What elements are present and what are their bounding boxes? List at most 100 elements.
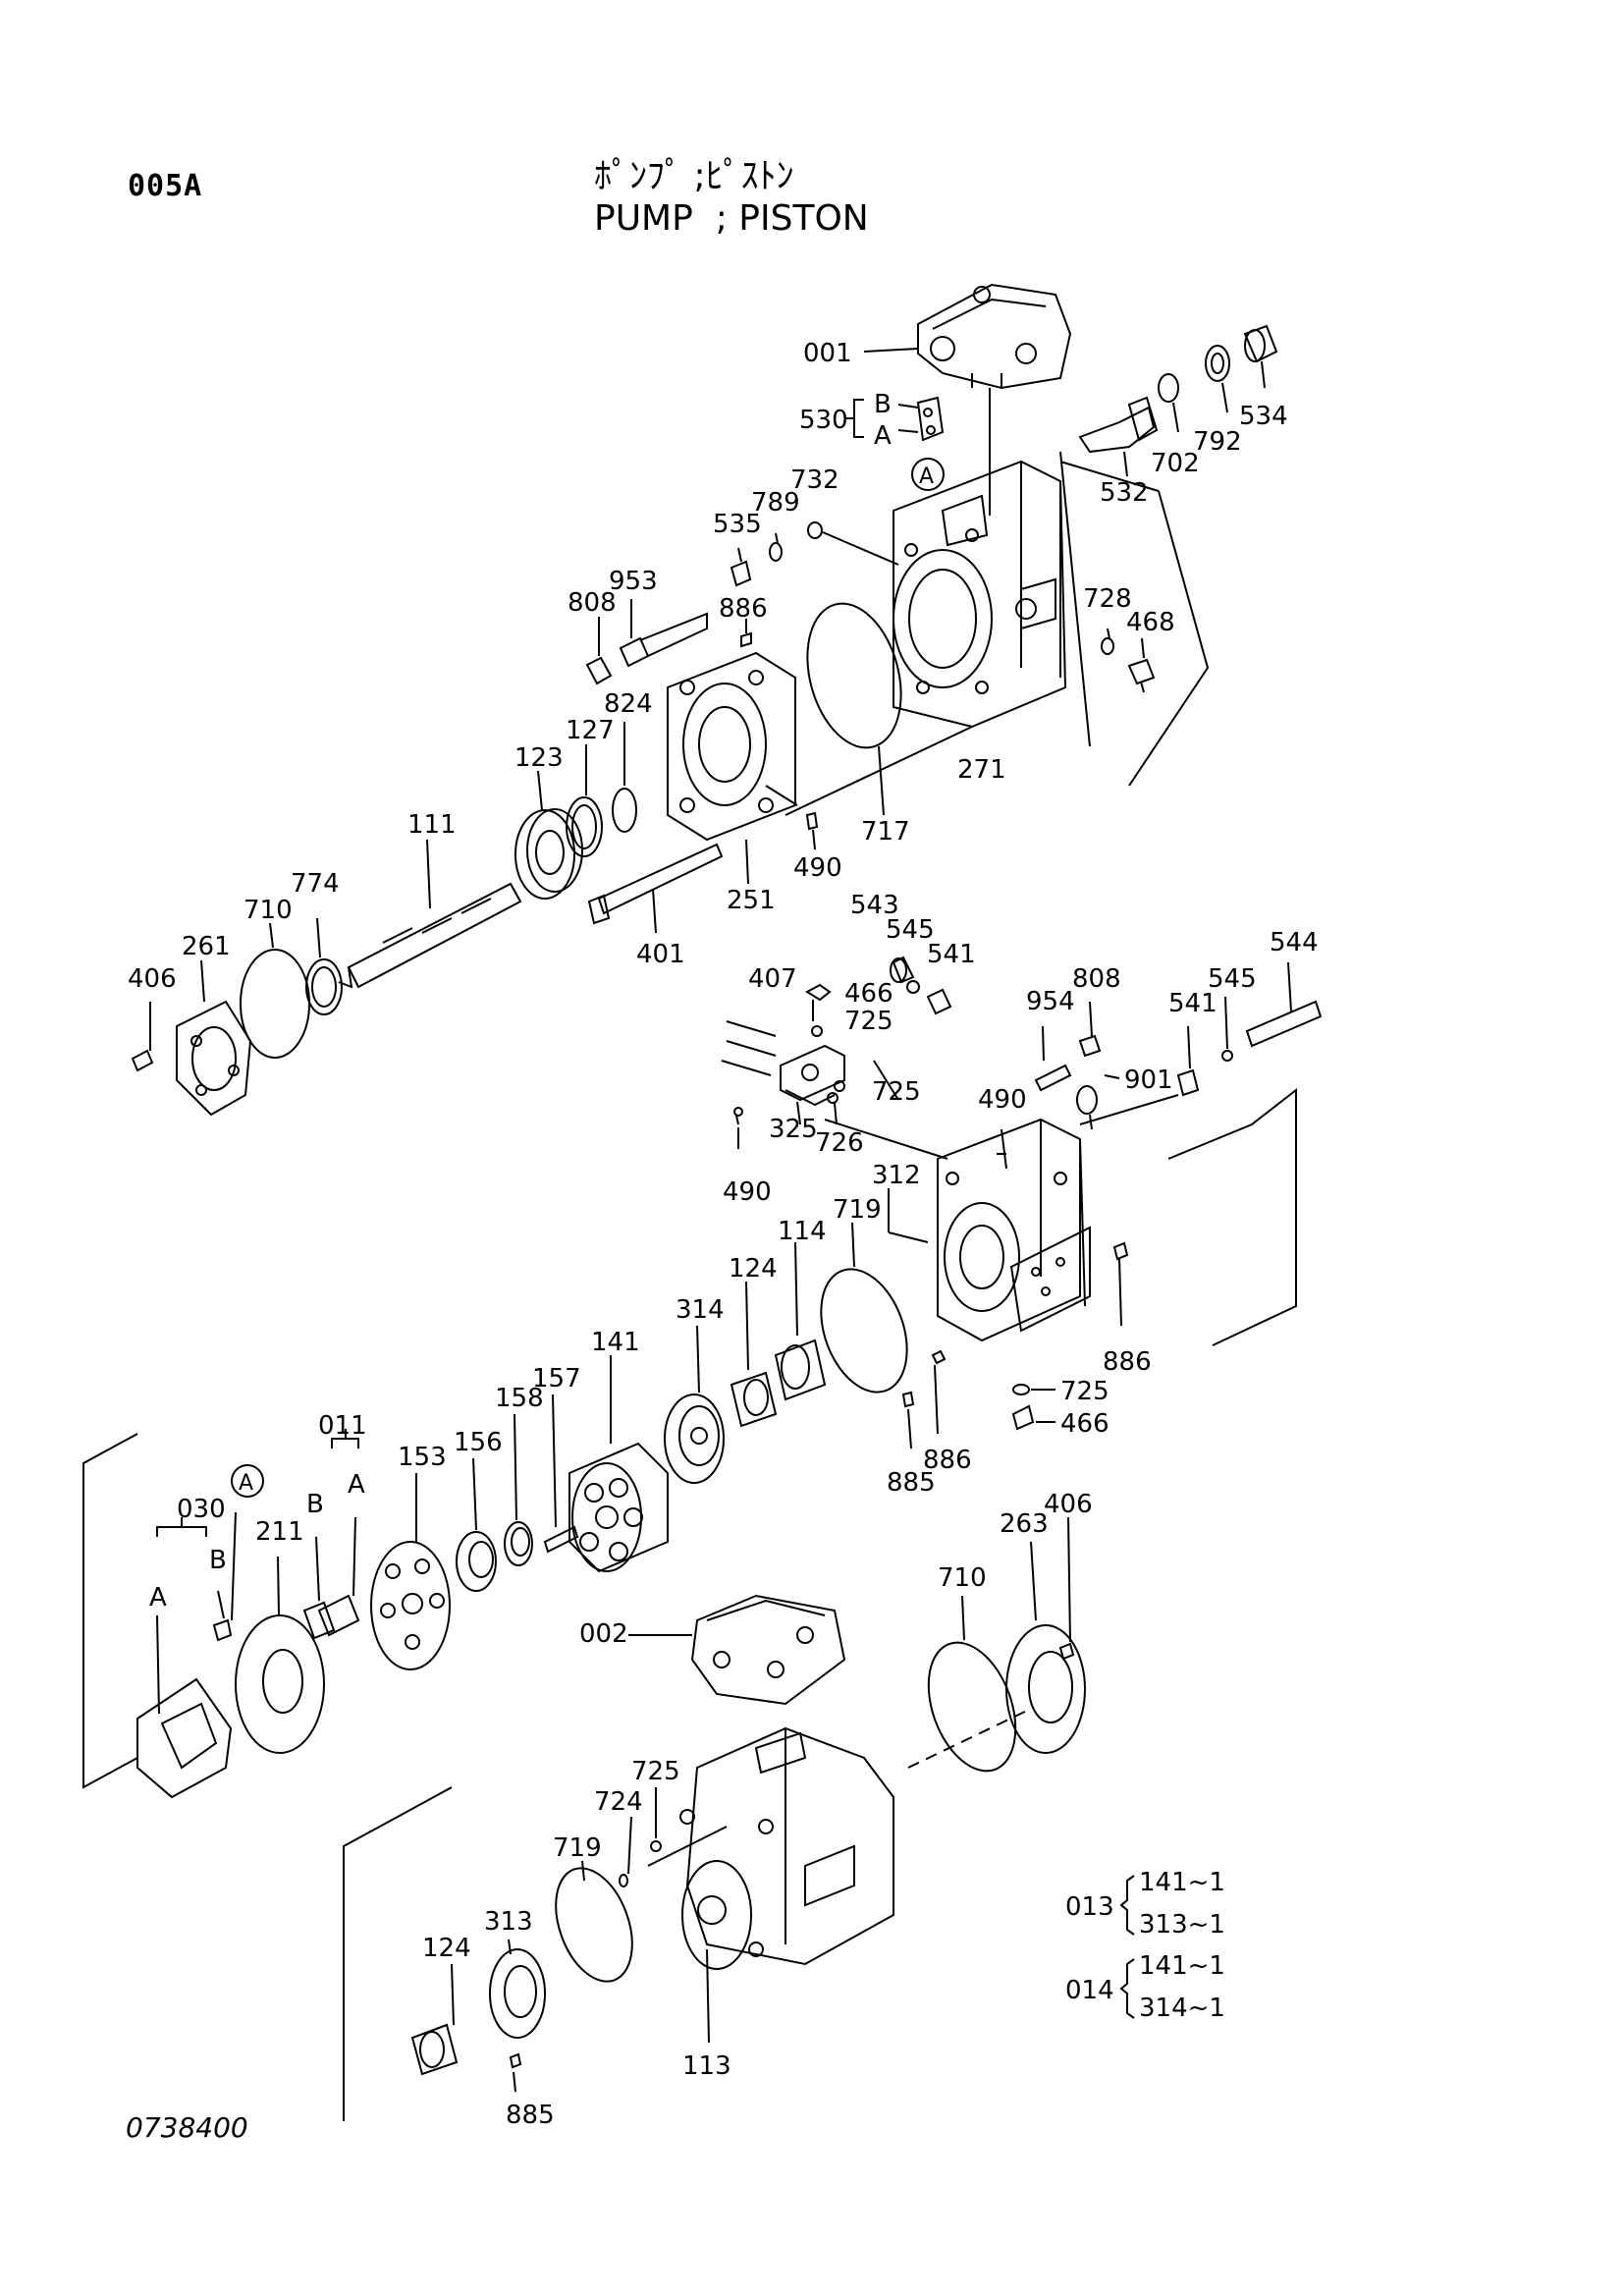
callout-954: 954	[1026, 987, 1075, 1016]
callout-153: 153	[398, 1443, 447, 1472]
callout-728: 728	[1083, 584, 1132, 614]
callout-545-right: 545	[1208, 964, 1257, 994]
callout-885-mid: 885	[887, 1468, 936, 1498]
callout-156: 156	[454, 1428, 503, 1457]
callout-113: 113	[682, 2051, 731, 2081]
callout-710-bottom: 710	[938, 1563, 987, 1593]
document-number: 0738400	[126, 2111, 248, 2144]
callout-719-mid: 719	[833, 1195, 882, 1225]
callout-158: 158	[495, 1384, 544, 1413]
callout-407: 407	[748, 964, 797, 994]
part-002-regulator	[690, 1594, 846, 1706]
ref-label-a-top: A	[919, 465, 934, 489]
callout-271: 271	[957, 755, 1006, 785]
callout-725-right: 725	[1060, 1377, 1109, 1406]
kit-014-item-1: 141~1	[1139, 1951, 1225, 1981]
callout-544: 544	[1270, 928, 1319, 957]
part-312-valve-block	[937, 1118, 1091, 1342]
callout-312: 312	[872, 1161, 921, 1190]
callout-535: 535	[713, 510, 762, 539]
callout-725-mid: 725	[872, 1077, 921, 1107]
part-141-cylinder-block	[568, 1442, 669, 1573]
callout-885-bottom: 885	[506, 2101, 555, 2130]
callout-901: 901	[1124, 1066, 1173, 1095]
callout-030-b: B	[209, 1546, 227, 1575]
callout-127: 127	[566, 716, 615, 745]
ref-label-a-left: A	[239, 1471, 253, 1496]
part-123-bearing	[514, 808, 583, 900]
kit-014-item-2: 314~1	[1139, 1994, 1225, 2023]
callout-886-right: 886	[1103, 1347, 1152, 1377]
callout-490-left: 490	[723, 1177, 772, 1207]
callout-251: 251	[727, 886, 776, 915]
part-717-o-ring	[806, 602, 902, 749]
callout-261: 261	[182, 932, 231, 961]
callout-726: 726	[815, 1128, 864, 1158]
title-japanese: ﾎﾟﾝﾌﾟ ;ﾋﾟｽﾄﾝ	[594, 156, 794, 196]
callout-725-bottom: 725	[631, 1757, 680, 1786]
callout-490-top: 490	[793, 853, 842, 883]
callout-011-a: A	[348, 1470, 365, 1500]
part-325-block	[780, 1044, 845, 1107]
part-001-regulator	[917, 283, 1072, 390]
callout-114: 114	[778, 1217, 827, 1246]
callout-789: 789	[751, 488, 800, 518]
callout-001: 001	[803, 339, 852, 368]
callout-886-top: 886	[719, 594, 768, 624]
callout-530-a: A	[874, 421, 892, 451]
callout-717: 717	[861, 817, 910, 847]
part-530-block	[916, 396, 945, 442]
callout-824: 824	[604, 689, 653, 719]
callout-541-left: 541	[927, 940, 976, 969]
reference-circle-a-top	[911, 458, 945, 491]
callout-886-bottom: 886	[923, 1446, 972, 1475]
kit-013-item-2: 313~1	[1139, 1910, 1225, 1940]
callout-011-b: B	[306, 1490, 324, 1519]
callout-702: 702	[1151, 449, 1200, 478]
kit-013-code: 013	[1065, 1892, 1114, 1922]
kit-013-item-1: 141~1	[1139, 1868, 1225, 1897]
callout-124-bottom: 124	[422, 1934, 471, 1963]
callout-808-right: 808	[1072, 964, 1121, 994]
callout-808-top: 808	[568, 588, 617, 618]
callout-710-top: 710	[243, 896, 293, 925]
callout-141: 141	[591, 1328, 640, 1357]
callout-123: 123	[514, 743, 564, 773]
callout-002: 002	[579, 1619, 628, 1649]
callout-530-b: B	[874, 390, 892, 419]
callout-530: 530	[799, 406, 848, 435]
callout-211: 211	[255, 1517, 304, 1547]
kit-014-code: 014	[1065, 1976, 1114, 2005]
callout-030: 030	[177, 1495, 226, 1524]
title-english: PUMP ; PISTON	[594, 198, 869, 239]
callout-313: 313	[484, 1907, 533, 1937]
callout-541-right: 541	[1168, 989, 1217, 1018]
page-code: 005A	[128, 169, 203, 203]
callout-774: 774	[291, 869, 340, 899]
callout-545-left: 545	[886, 915, 935, 945]
callout-157: 157	[532, 1364, 581, 1394]
part-030-swash-plate	[136, 1677, 233, 1799]
part-401-bolt	[587, 843, 724, 925]
callout-401: 401	[636, 940, 685, 969]
callout-792: 792	[1193, 427, 1242, 457]
part-710-o-ring	[240, 949, 310, 1059]
callout-325: 325	[769, 1115, 818, 1144]
callout-543: 543	[850, 891, 899, 920]
callout-011: 011	[318, 1411, 367, 1441]
part-261-seal-cover	[176, 1000, 252, 1117]
callout-719-bottom: 719	[553, 1833, 602, 1863]
callout-953: 953	[609, 567, 658, 596]
part-532-fitting	[1078, 396, 1159, 454]
part-211-shoe-plate	[235, 1614, 325, 1754]
part-251-cover	[667, 651, 796, 842]
part-111-shaft	[338, 882, 522, 989]
callout-534: 534	[1239, 402, 1288, 431]
callout-724: 724	[594, 1787, 643, 1817]
callout-124-mid: 124	[729, 1254, 778, 1284]
callout-490-right: 490	[978, 1085, 1027, 1115]
callout-466-right: 466	[1060, 1409, 1109, 1439]
callout-030-a: A	[149, 1583, 167, 1613]
callout-314: 314	[676, 1295, 725, 1325]
